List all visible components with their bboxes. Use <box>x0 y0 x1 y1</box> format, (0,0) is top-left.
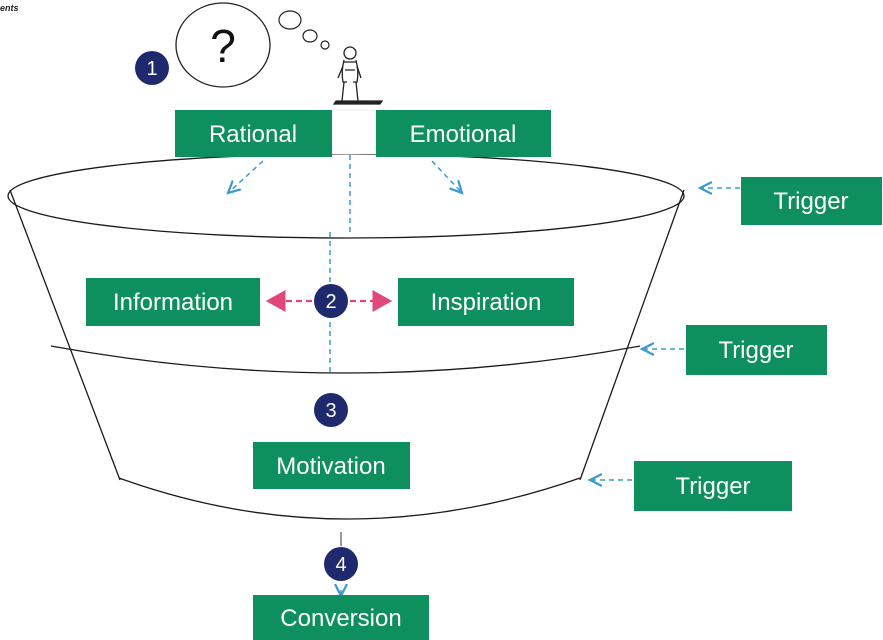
trigger-1-text: Trigger <box>773 188 848 215</box>
arrow-rational <box>228 160 264 193</box>
thought-bubble <box>175 2 271 88</box>
connectors <box>228 155 740 596</box>
label-motivation-text: Motivation <box>276 453 385 480</box>
step-circle-1: 1 <box>135 51 169 85</box>
funnel-left-wall <box>9 189 121 481</box>
trigger-box-1: Trigger <box>741 177 882 225</box>
label-information: Information <box>86 278 260 326</box>
person-figure <box>332 46 384 105</box>
trigger-2-text: Trigger <box>718 337 793 364</box>
thought-dot-medium <box>302 29 318 43</box>
step-circle-2: 2 <box>314 284 348 318</box>
thought-dot-small <box>320 40 330 50</box>
arrow-emotional <box>431 160 462 193</box>
thinking-person: ? <box>175 2 384 105</box>
thought-dot-large <box>278 10 302 30</box>
label-inspiration: Inspiration <box>398 278 574 326</box>
step-2-number: 2 <box>325 291 336 313</box>
step-4-number: 4 <box>335 554 346 576</box>
funnel-top-rim <box>7 153 685 239</box>
label-inspiration-text: Inspiration <box>431 289 542 316</box>
label-conversion-text: Conversion <box>280 605 401 632</box>
funnel-right-wall <box>579 189 685 481</box>
label-rational: Rational <box>175 110 332 157</box>
label-emotional: Emotional <box>376 110 551 157</box>
gap-box <box>331 109 377 155</box>
trigger-3-text: Trigger <box>675 473 750 500</box>
funnel-divider-1 <box>50 345 641 374</box>
corner-text: ents <box>0 3 19 13</box>
question-mark: ? <box>210 20 236 72</box>
label-emotional-text: Emotional <box>410 121 517 148</box>
trigger-box-3: Trigger <box>634 461 792 511</box>
label-conversion: Conversion <box>253 595 429 640</box>
label-motivation: Motivation <box>253 442 410 489</box>
step-3-number: 3 <box>325 400 336 422</box>
label-rational-text: Rational <box>209 121 297 148</box>
step-1-number: 1 <box>146 58 157 80</box>
step-circle-3: 3 <box>314 393 348 427</box>
step-circle-4: 4 <box>324 547 358 581</box>
trigger-box-2: Trigger <box>686 325 827 375</box>
funnel-bottom <box>118 477 581 520</box>
label-information-text: Information <box>113 289 233 316</box>
